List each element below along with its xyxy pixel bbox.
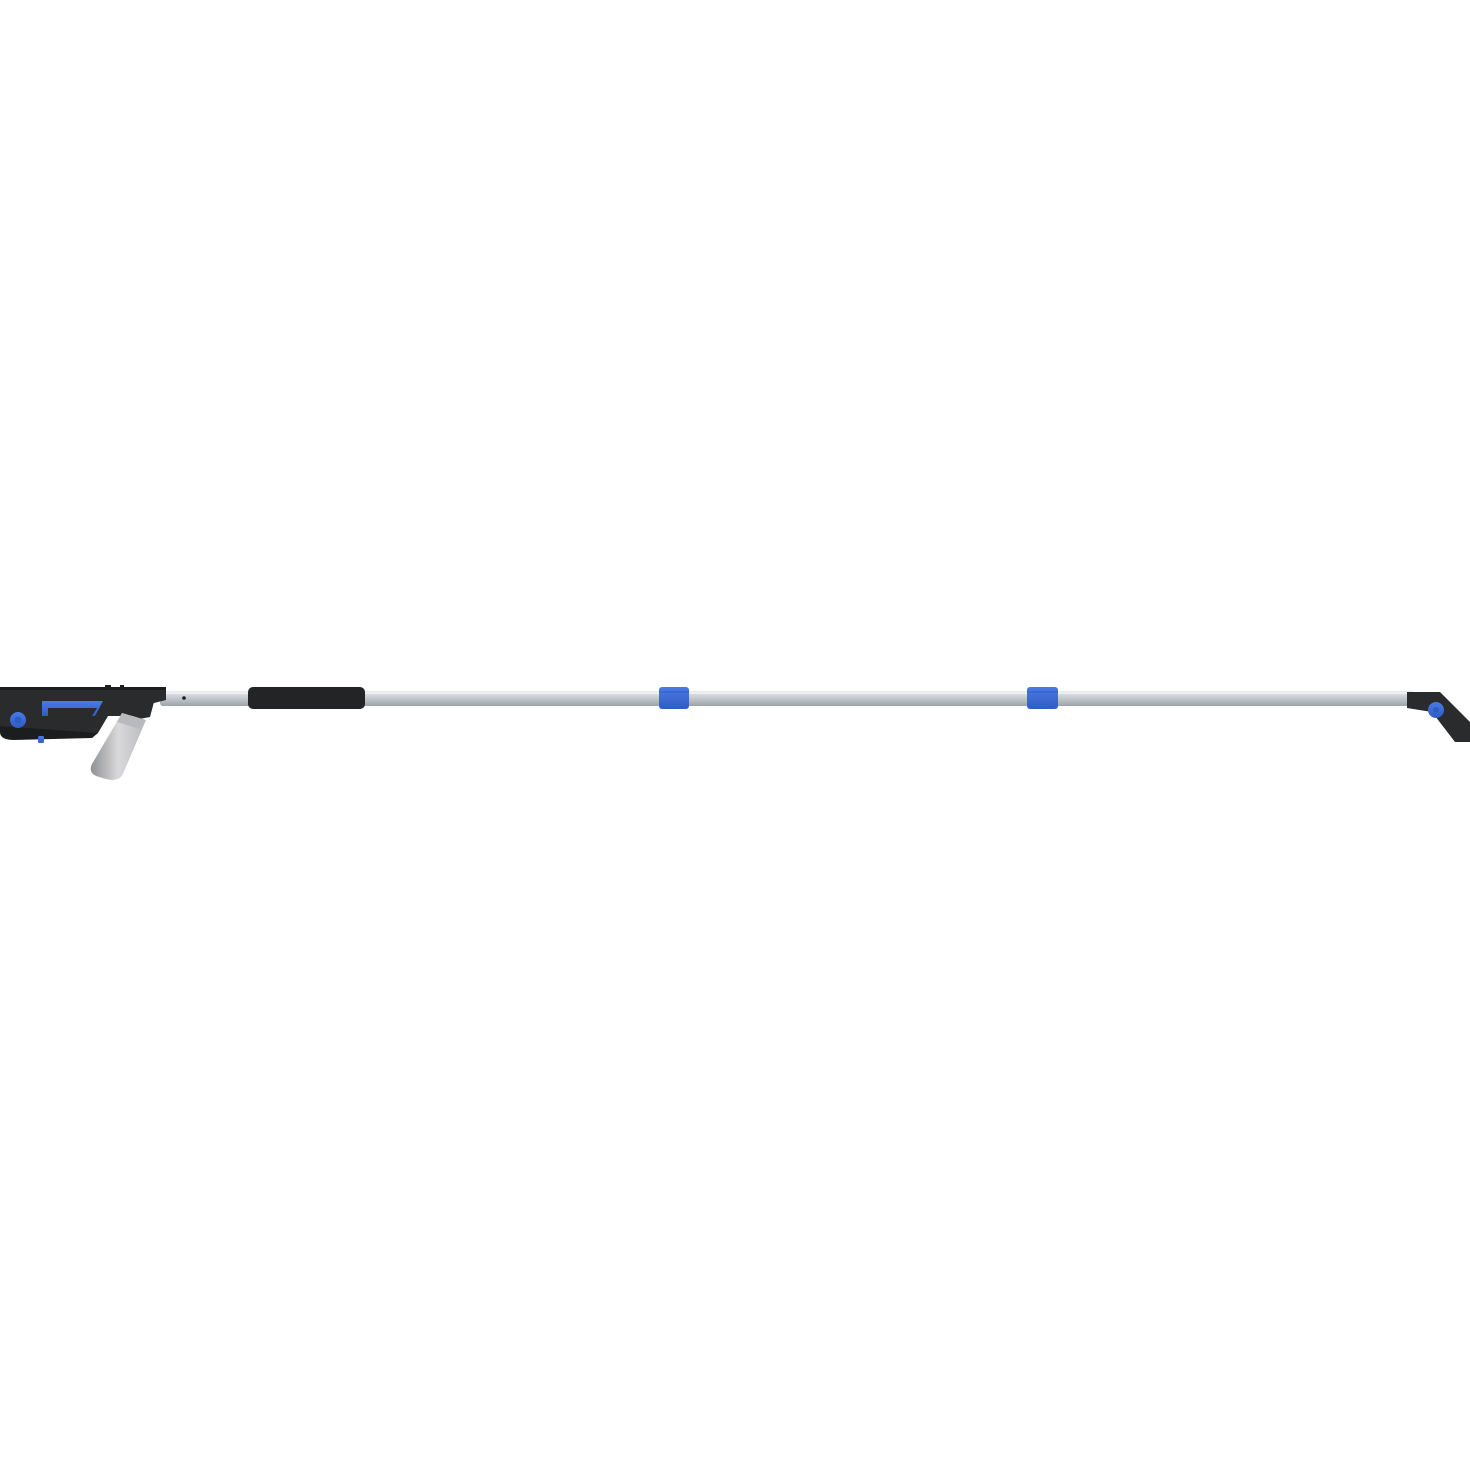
canister-cap: [117, 713, 146, 729]
twist-lock-2: [1027, 687, 1058, 709]
canister-body: [90, 713, 146, 780]
foam-grip: [248, 687, 365, 709]
blue-clip: [38, 736, 44, 743]
handle-notch: [105, 685, 111, 688]
pole-tube: [160, 691, 1415, 706]
dial-center: [14, 716, 22, 724]
handle-underside: [0, 726, 98, 740]
head-dial-center: [1433, 707, 1439, 713]
pole-pin: [182, 696, 186, 700]
trigger-window-inner: [48, 708, 97, 716]
lock-body: [659, 687, 689, 709]
pistol-grip-handle: [0, 685, 186, 743]
angled-nozzle-head: [1407, 692, 1470, 742]
twist-lock-1: [659, 687, 689, 709]
aluminum-canister: [90, 702, 154, 780]
handle-notch: [120, 685, 124, 688]
handle-top-edge: [0, 687, 166, 690]
lock-body: [1027, 687, 1058, 709]
aluminum-pole: [160, 691, 1415, 706]
canister-neck-mount: [132, 702, 154, 720]
